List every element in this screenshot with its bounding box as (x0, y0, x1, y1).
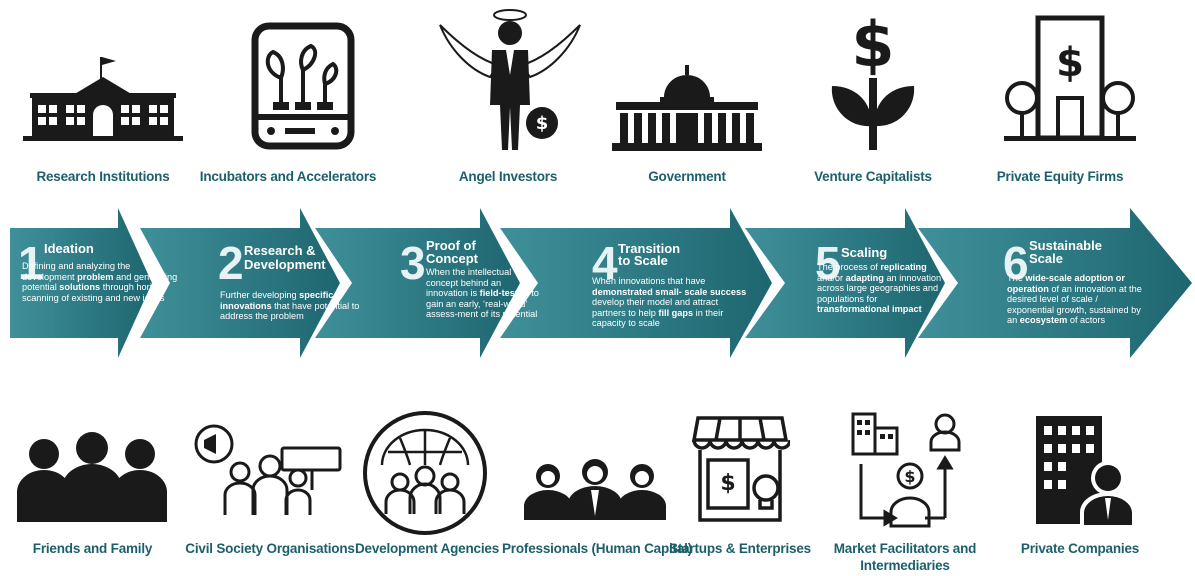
actor-angel-investors: $ (415, 5, 605, 155)
actor-startups: $ (690, 408, 790, 538)
actor-professionals (520, 458, 670, 520)
stage-number: 2 (218, 237, 244, 289)
actor-development-agencies (360, 410, 490, 540)
stage-title-line2: Development (244, 257, 326, 272)
svg-text:$: $ (536, 113, 549, 134)
actor-label: Private Equity Firms (996, 169, 1124, 184)
stage-title: Transition (618, 241, 681, 256)
svg-text:$: $ (1056, 40, 1084, 86)
stage-title-line2: Scale (1029, 251, 1063, 266)
actor-private-companies (1028, 412, 1138, 527)
actor-friends-family (12, 432, 172, 522)
actor-private-equity: $ (975, 8, 1165, 148)
stage-arrow (315, 208, 520, 358)
stage-number: 1 (18, 237, 44, 289)
stage-number: 4 (592, 237, 618, 289)
private-equity-building-icon: $ (1004, 15, 1136, 141)
actor-label: Startups & Enterprises (669, 541, 811, 556)
stage-description: Further developing specific innovations … (220, 290, 360, 321)
stage-number: 6 (1003, 237, 1029, 289)
incubator-icon (251, 22, 355, 150)
actor-label: Civil Society Organisations (185, 541, 355, 556)
storefront-icon: $ (691, 416, 790, 522)
globe-people-icon (363, 411, 487, 535)
actor-research-institutions (8, 55, 198, 150)
angel-investor-icon: $ (439, 9, 581, 150)
actor-market-facilitators: $ (845, 408, 975, 538)
protest-megaphone-icon (194, 424, 342, 515)
research-institution-icon (23, 57, 183, 141)
stage-number: 3 (400, 237, 426, 289)
actor-label: Private Companies (1020, 541, 1140, 556)
actor-label: Angel Investors (458, 169, 558, 184)
actor-label: Friends and Family (32, 541, 153, 556)
stage-description: The wide-scale adoption or operation of … (1007, 273, 1142, 325)
stage-arrow (745, 208, 945, 358)
stage-title: Sustainable (1029, 238, 1102, 253)
stage-arrow (10, 208, 152, 358)
actor-incubators (208, 20, 398, 155)
stage-arrow (140, 208, 340, 358)
svg-text:$: $ (904, 467, 915, 486)
actor-label: Government (648, 169, 726, 184)
actor-label: Market Facilitators and Intermediaries (833, 541, 977, 573)
stage-description: When the intellectual concept behind an … (426, 267, 539, 319)
stage-title: Research & (244, 243, 316, 258)
stage-title: Scaling (841, 245, 888, 260)
dollar-plant-icon: $ (831, 8, 915, 150)
stage-title-line2: to Scale (618, 253, 668, 268)
stage-description: Defining and analyzing the development p… (22, 261, 178, 303)
stage-arrow (918, 208, 1192, 358)
stage-arrow (500, 208, 772, 358)
actor-label: Development Agencies (354, 541, 500, 556)
actor-label: Research Institutions (36, 169, 170, 184)
government-building-icon (612, 65, 762, 151)
company-building-icon (1036, 416, 1136, 527)
stage-title: Ideation (44, 241, 94, 256)
market-facilitator-icon: $ (851, 412, 961, 528)
stage-title: Proof of (426, 238, 476, 253)
actor-label: Venture Capitalists (814, 169, 932, 184)
actor-label: Incubators and Accelerators (199, 169, 377, 184)
process-chevron-band (10, 208, 1192, 358)
stage-description: When innovations that have demonstrated … (592, 276, 747, 328)
professionals-icon (524, 459, 666, 520)
stage-title-line2: Concept (426, 251, 478, 266)
svg-text:$: $ (720, 471, 735, 496)
actor-government (592, 65, 782, 155)
stage-description: The process of replicating and/or adapti… (817, 262, 942, 314)
stage-number: 5 (815, 237, 841, 289)
svg-text:$: $ (851, 8, 894, 81)
people-group-icon (17, 432, 167, 522)
actor-venture-capitalists: $ (778, 8, 968, 153)
actor-civil-society (190, 420, 350, 520)
actor-label: Professionals (Human Capital) (502, 541, 692, 556)
